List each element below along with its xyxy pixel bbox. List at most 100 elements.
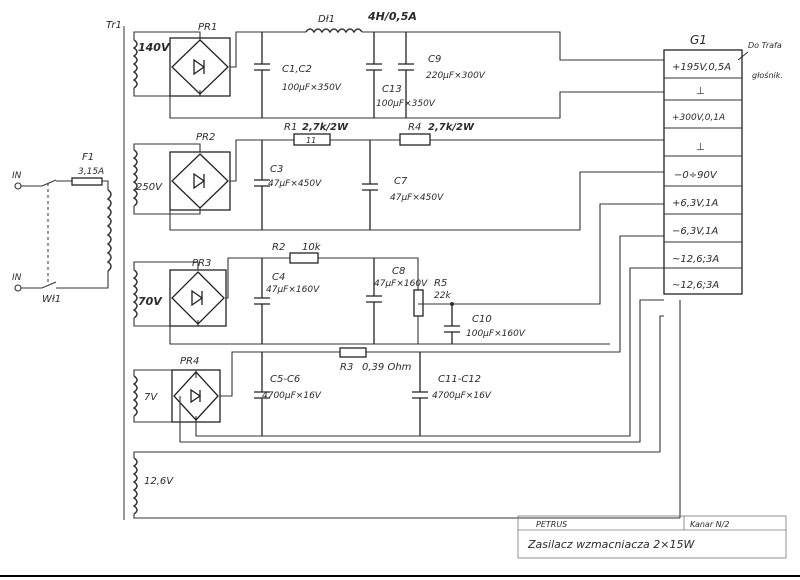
capacitor-c1c2-ref: C1,C2: [282, 64, 312, 75]
transformer-label: Tr1: [106, 20, 122, 31]
capacitor-c9-ref: C9: [428, 54, 441, 65]
capacitor-c8-val: 47μF×160V: [374, 279, 428, 289]
fuse-symbol: [71, 177, 103, 186]
capacitor-c4-val: 47μF×160V: [266, 285, 320, 295]
capacitor-c7: [362, 140, 378, 230]
capacitor-c3-val: 47μF×450V: [268, 179, 322, 189]
capacitor-c1c2: [254, 32, 270, 118]
connector-g1: G1 Do Trafa głośnik. +195V,0,5A ⊥ +300V,…: [663, 33, 783, 295]
capacitor-c9: [398, 32, 414, 118]
capacitor-c11c12-ref: C11-C12: [438, 374, 481, 385]
secondary-70v-label: 70V: [138, 295, 163, 308]
capacitor-c9-val: 220μF×300V: [426, 71, 486, 81]
capacitor-c3: [254, 140, 270, 230]
capacitor-c8: [366, 258, 382, 344]
resistor-r2: [289, 252, 319, 264]
capacitor-c13: [366, 32, 382, 118]
rectifier-pr4-label: PR4: [180, 356, 199, 367]
secondary-140v: 140V: [132, 31, 201, 97]
input-terminal-2: [14, 284, 22, 292]
connector-pin-1: +195V,0,5A: [672, 62, 731, 73]
connector-pin-2: ⊥: [696, 86, 705, 97]
capacitor-c7-val: 47μF×450V: [390, 193, 444, 203]
switch-blade-2: [21, 281, 57, 289]
rail-300v: 11 R1 2,7k/2W R4 2,7k/2W C3 47μF×450V C7…: [169, 122, 664, 231]
connector-ref: G1: [690, 33, 707, 47]
title-author: PETRUS: [536, 520, 567, 529]
connector-note-1: Do Trafa: [748, 41, 782, 50]
resistor-r5-val: 22k: [434, 291, 451, 301]
rectifier-pr3: PR3: [169, 258, 227, 327]
capacitor-c4: [254, 258, 270, 344]
resistor-r2-val: 10k: [302, 242, 322, 253]
diode-icon: [193, 58, 206, 76]
resistor-r4: [399, 133, 431, 146]
rail-bias: R2 10k R5 22k C4 47μF×160V C8 47μF×160V …: [169, 203, 664, 345]
rectifier-pr4: PR4: [171, 356, 221, 423]
capacitor-c5c6: [254, 352, 270, 436]
resistor-r3: [339, 347, 367, 358]
resistor-r1-val: 2,7k/2W: [302, 122, 349, 133]
connector-note-2: głośnik.: [752, 70, 783, 80]
mains-input: IN IN Wł1 F1 3,15A: [12, 152, 112, 305]
primary-return-wire: [56, 280, 109, 289]
capacitor-c11c12-val: 4700μF×16V: [432, 391, 492, 401]
choke-value: 4H/0,5A: [367, 10, 417, 23]
diode-icon: [190, 388, 202, 404]
resistor-r3-ref: R3: [340, 362, 353, 373]
title-sheet: Kanar N/2: [690, 520, 729, 529]
rectifier-pr3-label: PR3: [192, 258, 211, 269]
capacitor-c3-ref: C3: [270, 164, 283, 175]
capacitor-c1c2-val: 100μF×350V: [282, 83, 342, 93]
resistor-r1-inner: 11: [306, 136, 316, 145]
capacitor-c7-ref: C7: [394, 176, 408, 187]
rail-195v: Dł1 4H/0,5A C1,C2 100μF×350V C13 100μF×3…: [169, 10, 664, 119]
capacitor-c13-ref: C13: [382, 84, 402, 95]
secondary-12v6-label: 12,6V: [144, 476, 174, 487]
resistor-r4-ref: R4: [408, 122, 421, 133]
rectifier-pr2-label: PR2: [196, 132, 215, 143]
capacitor-c8-ref: C8: [392, 266, 405, 277]
connector-pin-6: +6,3V,1A: [672, 198, 719, 209]
capacitor-c10-val: 100μF×160V: [466, 329, 526, 339]
title-text: Zasilacz wzmacniacza 2×15W: [527, 538, 695, 551]
secondary-140v-label: 140V: [138, 41, 171, 54]
input-terminal-1: [14, 182, 22, 190]
diode-icon: [193, 172, 206, 190]
title-block: PETRUS Kanar N/2 Zasilacz wzmacniacza 2×…: [517, 515, 787, 559]
secondary-12v6: 12,6V: [132, 451, 680, 519]
switch-label: Wł1: [42, 294, 61, 305]
secondary-250v-label: 250V: [136, 182, 163, 193]
connector-pin-3: +300V,0,1A: [672, 113, 725, 123]
input-label-1: IN: [12, 171, 22, 181]
fuse-ref: F1: [82, 152, 94, 163]
resistor-r5-ref: R5: [434, 278, 447, 289]
choke-symbol: [305, 28, 363, 34]
secondary-7v: 7V: [132, 369, 197, 423]
choke-ref: Dł1: [318, 14, 335, 25]
capacitor-c10: [444, 304, 460, 344]
primary-winding: [106, 189, 112, 272]
secondary-250v: 250V: [132, 143, 201, 215]
fuse-wire: [56, 180, 109, 190]
resistor-r4-val: 2,7k/2W: [428, 122, 475, 133]
capacitor-c4-ref: C4: [272, 272, 285, 283]
capacitor-c5c6-ref: C5-C6: [270, 374, 300, 385]
switch-blade-1: [21, 179, 57, 187]
diode-icon: [191, 289, 204, 307]
capacitor-c10-ref: C10: [472, 314, 492, 325]
resistor-r2-ref: R2: [272, 242, 285, 253]
resistor-r5: [413, 289, 424, 317]
secondary-70v: 70V: [132, 261, 199, 327]
resistor-r1-ref: R1: [284, 122, 297, 133]
rail-heater: R3 0,39 Ohm C5-C6 4700μF×16V C11-C12 470…: [179, 235, 681, 518]
input-label-2: IN: [12, 273, 22, 283]
fuse-value: 3,15A: [78, 167, 104, 177]
capacitor-c5c6-val: 4700μF×16V: [262, 391, 322, 401]
connector-pin-7: −6,3V,1A: [672, 226, 719, 237]
rectifier-pr2: PR2: [169, 132, 231, 211]
rectifier-pr1-label: PR1: [198, 22, 217, 33]
secondary-7v-label: 7V: [144, 392, 158, 403]
capacitor-c11c12: [412, 352, 428, 436]
